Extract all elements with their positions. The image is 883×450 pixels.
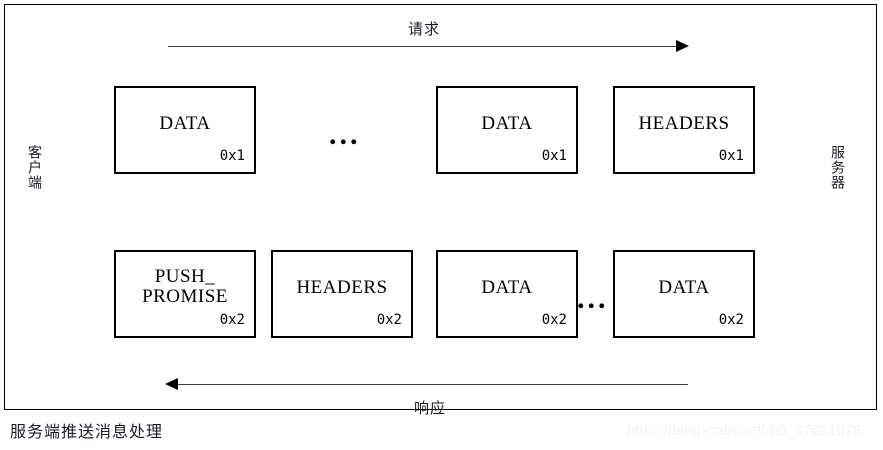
- outer-frame: [4, 4, 877, 410]
- frame-box-title: DATA: [159, 113, 211, 134]
- ellipsis-bottom: ...: [577, 282, 609, 315]
- request-arrow-line: [168, 46, 678, 47]
- frame-box-code: 0x2: [376, 312, 402, 328]
- frame-box-title: DATA: [658, 277, 710, 298]
- request-arrow-label: 请求: [408, 20, 441, 38]
- frame-box-data-4: DATA 0x2: [613, 250, 755, 338]
- frame-box-code: 0x2: [541, 312, 567, 328]
- frame-box-code: 0x1: [541, 148, 567, 164]
- frame-box-data-1: DATA 0x1: [114, 86, 256, 174]
- diagram-caption: 服务端推送消息处理: [10, 422, 164, 441]
- ellipsis-top: ...: [329, 118, 361, 151]
- frame-box-title: PUSH_ PROMISE: [116, 267, 254, 307]
- frame-box-title: DATA: [481, 277, 533, 298]
- frame-box-title: DATA: [481, 113, 533, 134]
- request-arrow-head-icon: [676, 39, 689, 52]
- frame-box-data-3: DATA 0x2: [436, 250, 578, 338]
- server-label: 服务器: [829, 145, 845, 190]
- frame-box-headers-2: HEADERS 0x2: [271, 250, 413, 338]
- frame-box-headers-1: HEADERS 0x1: [613, 86, 755, 174]
- response-arrow-label: 响应: [414, 399, 447, 417]
- frame-box-code: 0x2: [219, 312, 245, 328]
- response-arrow-head-icon: [165, 377, 178, 390]
- frame-box-code: 0x2: [718, 312, 744, 328]
- frame-box-title: HEADERS: [638, 113, 730, 134]
- frame-box-title-line1: PUSH_: [154, 266, 216, 287]
- frame-box-code: 0x1: [718, 148, 744, 164]
- frame-box-code: 0x1: [219, 148, 245, 164]
- client-label: 客户端: [26, 145, 42, 190]
- frame-box-push-promise: PUSH_ PROMISE 0x2: [114, 250, 256, 338]
- frame-box-title-line2: PROMISE: [142, 285, 228, 307]
- frame-box-title: HEADERS: [296, 277, 388, 298]
- response-arrow-line: [178, 384, 688, 385]
- watermark-text: https://blog.csdn.net/m0_37621078: [627, 422, 862, 439]
- frame-box-data-2: DATA 0x1: [436, 86, 578, 174]
